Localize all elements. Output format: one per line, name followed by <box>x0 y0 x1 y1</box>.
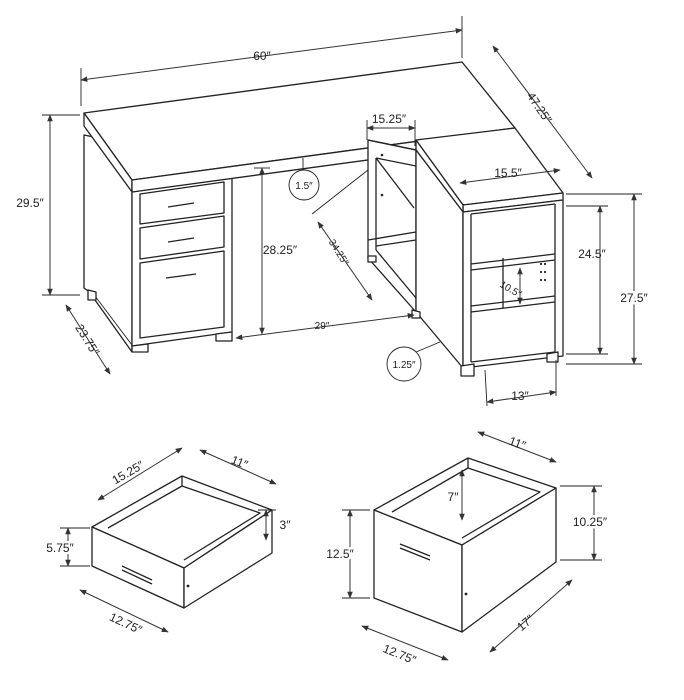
dim-file-drawer-height: 10.25″ <box>573 515 608 529</box>
dim-pedestal-depth: 23.75″ <box>72 322 102 359</box>
dim-small-drawer-width: 11″ <box>229 453 250 473</box>
dim-file-drawer-depth: 17″ <box>514 611 537 634</box>
dim-return-base-width: 13″ <box>511 389 529 403</box>
dim-return-diagonal: 34.25″ <box>326 238 351 268</box>
dim-desk-depth: 47.25″ <box>524 90 555 127</box>
dim-return-shelf-width: 15.25″ <box>372 112 407 126</box>
dim-return-top-width: 15.5″ <box>494 166 522 180</box>
dim-file-drawer-inner-height: 7″ <box>448 490 460 504</box>
dim-top-thickness: 1.5″ <box>295 181 313 192</box>
top-drawer-front <box>139 181 225 225</box>
dim-shelf-inner-height: 24.5″ <box>578 247 606 261</box>
desk-dimensions: 60″ 47.25″ 29.5″ 23.75″ 28.25″ 29″ 1.5″ … <box>16 16 651 407</box>
dim-small-drawer-front-width: 12.75″ <box>107 610 145 637</box>
file-drawer-drawing <box>373 457 557 633</box>
desk-drawing <box>83 61 564 377</box>
dim-desk-height: 29.5″ <box>16 196 44 210</box>
dim-small-drawer-inner-height: 3″ <box>280 518 292 532</box>
dim-knee-width: 29″ <box>315 321 330 332</box>
dim-file-drawer-front-height: 12.5″ <box>326 547 354 561</box>
dim-file-drawer-width: 11″ <box>507 434 528 453</box>
small-drawer-drawing <box>91 475 273 609</box>
file-drawer-front <box>139 250 225 339</box>
dim-knee-height: 28.25″ <box>263 243 298 257</box>
dim-return-top-thickness: 1.25″ <box>392 360 415 371</box>
dim-return-height: 27.5″ <box>620 291 648 305</box>
dim-desk-width: 60″ <box>253 49 271 63</box>
middle-drawer-front <box>139 215 225 260</box>
dim-small-drawer-front-height: 5.75″ <box>46 541 74 555</box>
dim-file-drawer-front-width: 12.75″ <box>381 641 419 667</box>
dim-small-drawer-depth: 15.25″ <box>110 458 147 488</box>
